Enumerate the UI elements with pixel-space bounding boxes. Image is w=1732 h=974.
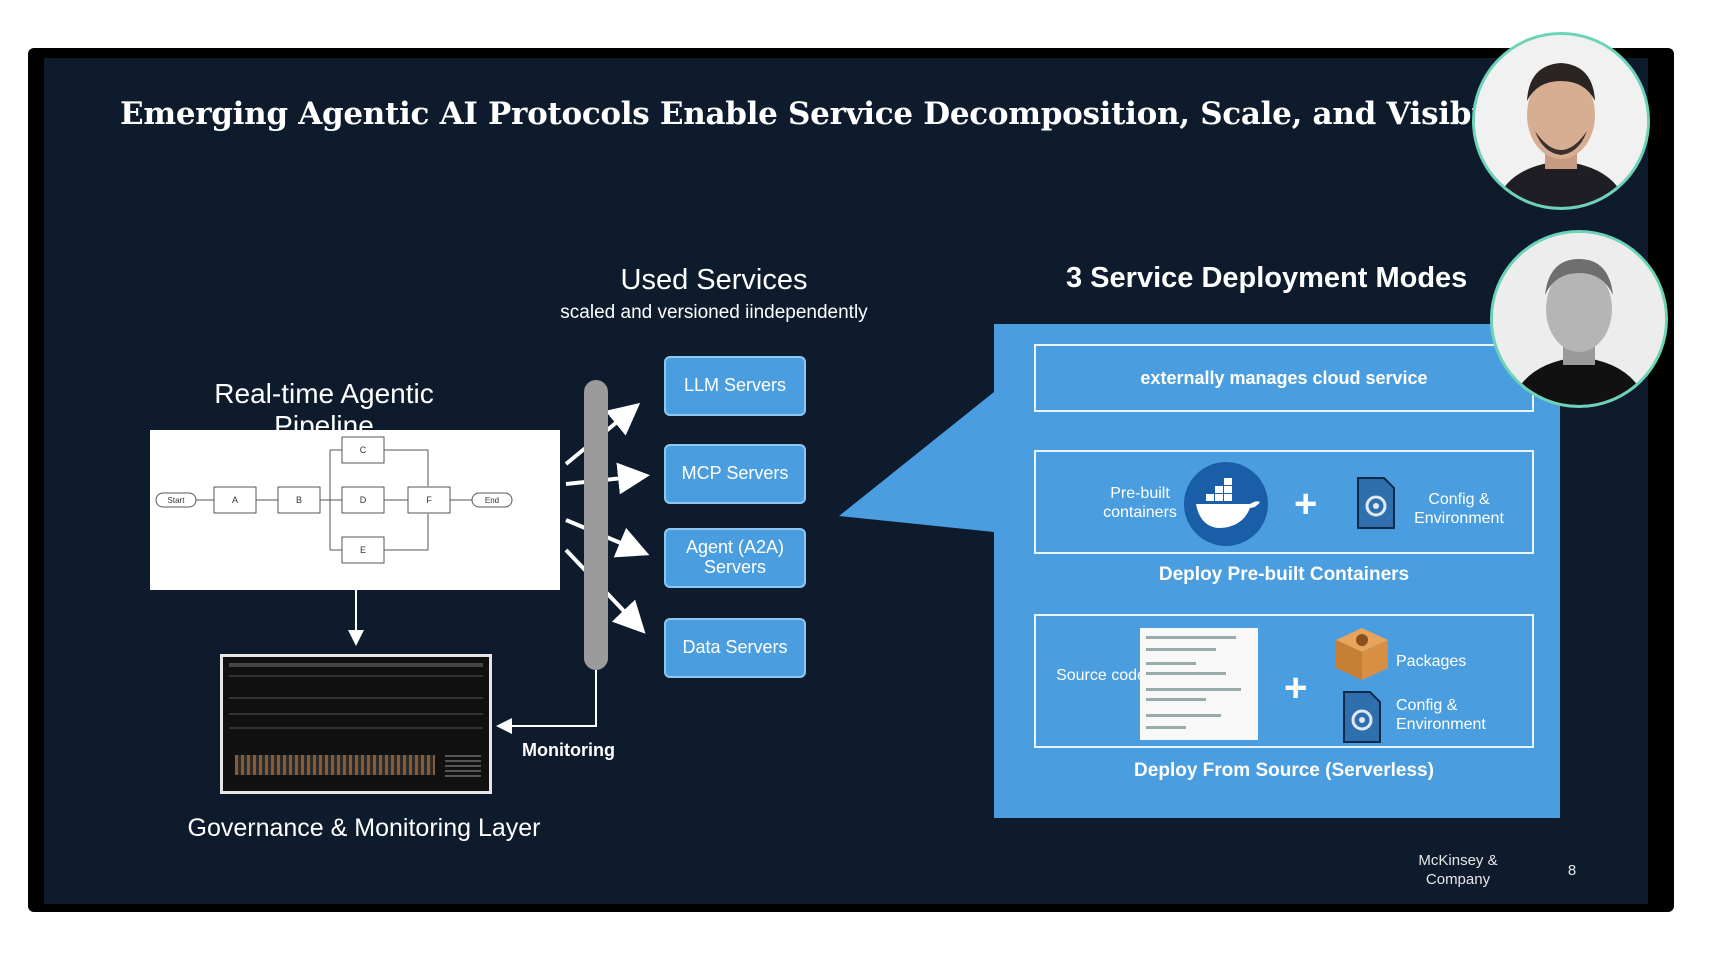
deploy-source-caption: Deploy From Source (Serverless) — [1134, 760, 1434, 781]
governance-label: Governance & Monitoring Layer — [187, 814, 541, 842]
service-mcp: MCP Servers — [664, 444, 806, 504]
slide-title: Emerging Agentic AI Protocols Enable Ser… — [120, 96, 1538, 132]
deploy-prebuilt-caption: Deploy Pre-built Containers — [1158, 564, 1410, 585]
node-start — [155, 492, 197, 508]
node-d — [341, 486, 385, 514]
monitoring-label: Monitoring — [522, 740, 615, 760]
node-c-label: C — [360, 445, 367, 455]
node-a — [213, 486, 257, 514]
mode-source-box: Source code + Packages — [1034, 614, 1534, 748]
mode-cloud-service-box: externally manages cloud service — [1034, 344, 1534, 412]
node-e-label: E — [360, 545, 366, 555]
mode-containers-box: Pre-built containers + Config — [1034, 450, 1534, 554]
node-start-label: Start — [168, 496, 186, 505]
config-document-gear-icon-2 — [1340, 690, 1384, 744]
docker-whale-icon — [1184, 462, 1268, 546]
package-box-icon — [1332, 624, 1392, 682]
mode-cloud-service-label: externally manages cloud service — [1140, 368, 1428, 388]
plus-icon-2: + — [1284, 666, 1308, 710]
source-code-label: Source code — [1056, 667, 1146, 684]
node-d-label: D — [360, 495, 367, 505]
code-document-thumbnail — [1140, 628, 1258, 740]
slide: Emerging Agentic AI Protocols Enable Ser… — [44, 58, 1648, 904]
node-b-label: B — [296, 495, 302, 505]
deployment-modes-panel: externally manages cloud service Pre-bui… — [994, 324, 1560, 818]
governance-dashboard-thumbnail — [220, 654, 492, 794]
node-f-label: F — [426, 495, 432, 505]
node-b — [277, 486, 321, 514]
footer-page-number: 8 — [1567, 862, 1577, 879]
footer-company: McKinsey & Company — [1418, 852, 1498, 888]
node-a-label: A — [232, 495, 238, 505]
service-llm: LLM Servers — [664, 356, 806, 416]
node-c — [341, 436, 385, 464]
used-services-title: Used Services — [620, 264, 808, 296]
service-data: Data Servers — [664, 618, 806, 678]
service-bus-bar — [584, 380, 608, 670]
plus-icon: + — [1294, 482, 1318, 526]
deployment-modes-title: 3 Service Deployment Modes — [1066, 262, 1468, 294]
pipeline-graph: Start A B C D E F End — [155, 436, 513, 564]
node-f — [407, 486, 451, 514]
prebuilt-containers-label: Pre-built containers — [1103, 485, 1177, 522]
pipeline-diagram: Start A B C D E F End — [150, 430, 560, 590]
participant-avatar-2[interactable] — [1490, 230, 1668, 408]
config-environment-label-2: Config & Environment — [1396, 697, 1486, 734]
config-environment-label-1: Config & Environment — [1414, 491, 1504, 528]
node-end — [471, 492, 513, 508]
node-e — [341, 536, 385, 564]
participant-avatar-1[interactable] — [1472, 32, 1650, 210]
service-agent-a2a: Agent (A2A) Servers — [664, 528, 806, 588]
node-end-label: End — [485, 496, 499, 505]
used-services-subtitle: scaled and versioned iindependently — [560, 302, 868, 323]
config-document-gear-icon — [1354, 476, 1398, 530]
packages-label: Packages — [1396, 653, 1467, 670]
